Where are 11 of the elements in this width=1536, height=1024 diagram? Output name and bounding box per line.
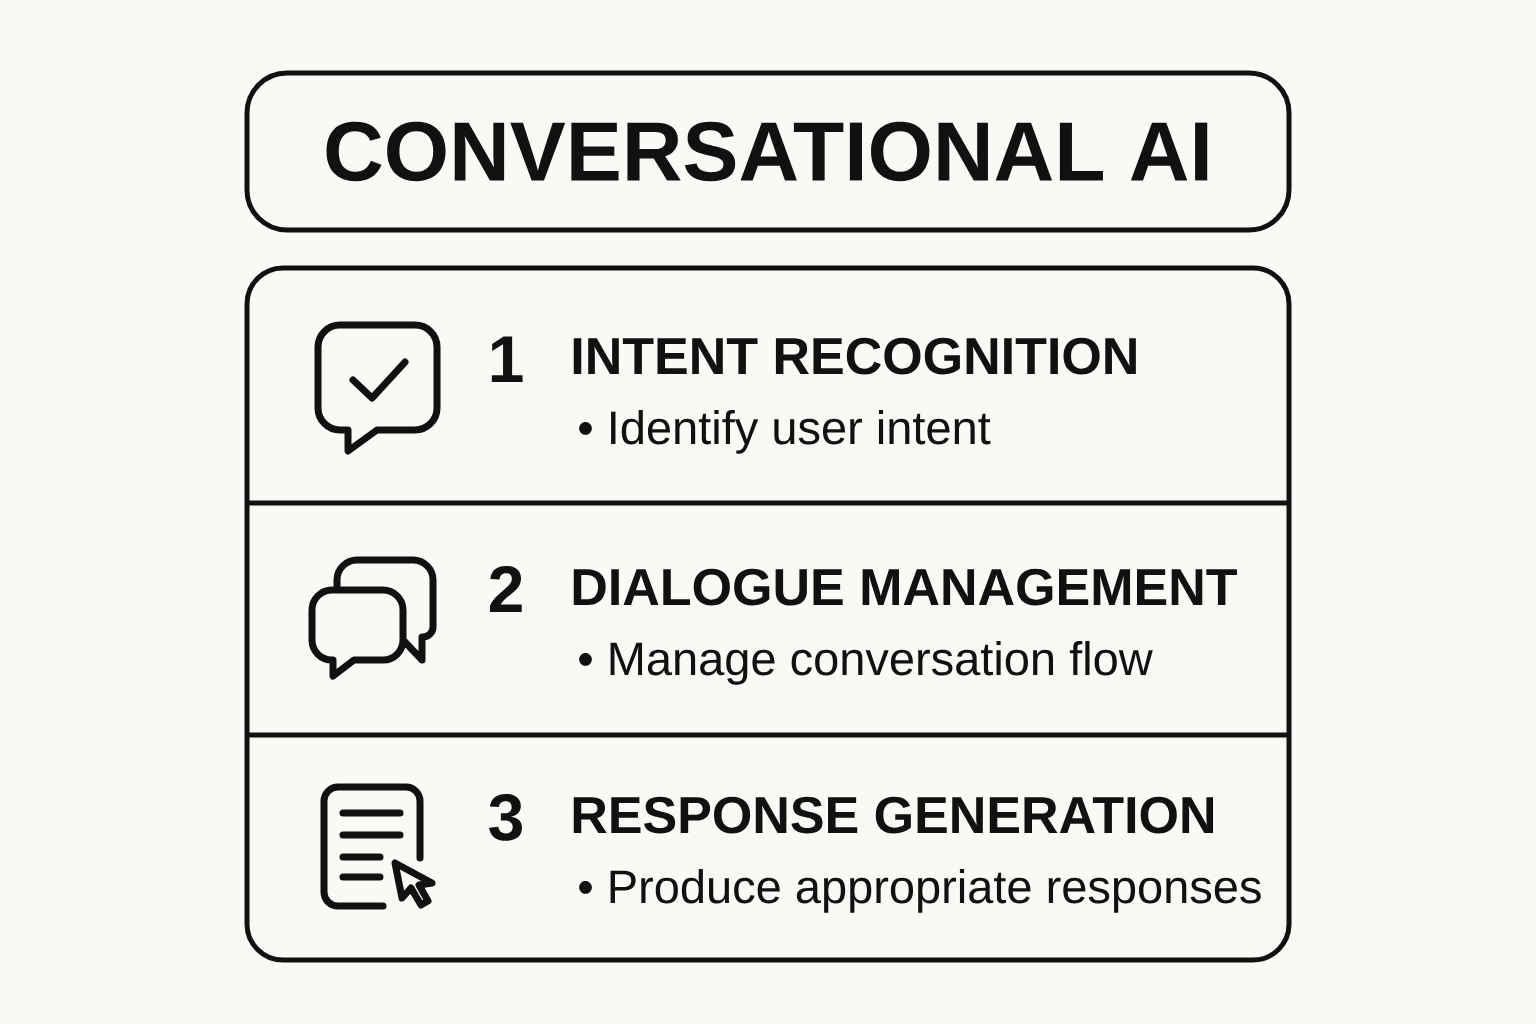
- bullet-text: • Manage conversation flow: [579, 640, 1153, 685]
- heading-box: CONVERSATIONAL AI: [244, 70, 1292, 233]
- step-heading: RESPONSE GENERATION: [573, 796, 1214, 834]
- step-number: 2: [489, 565, 522, 612]
- step-number: 3: [489, 793, 522, 841]
- bullet-text: • Produce appropriate responses: [579, 868, 1261, 913]
- step-number: 1: [491, 336, 523, 382]
- panel-box: [244, 265, 1292, 963]
- step-heading: INTENT RECOGNITION: [573, 337, 1136, 375]
- step-heading: DIALOGUE MANAGEMENT: [573, 568, 1237, 606]
- bullet-text: • Identify user intent: [579, 409, 991, 454]
